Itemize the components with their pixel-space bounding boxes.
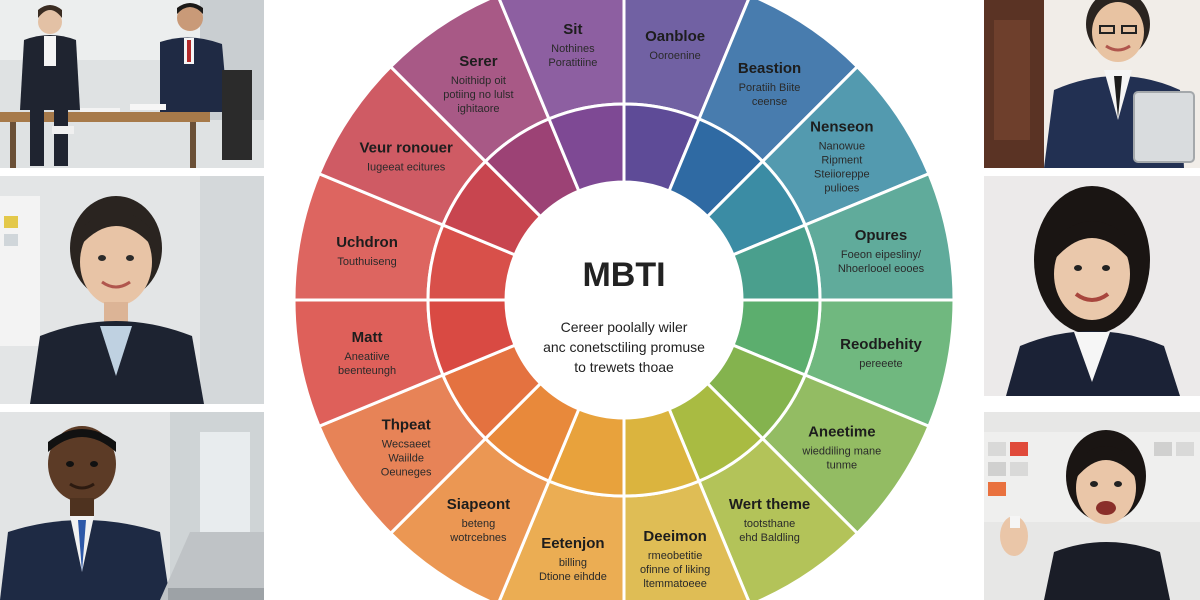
segment-subtitle: potiing no lulst (443, 89, 513, 101)
segment-subtitle: rmeobetitie (648, 550, 702, 562)
segment-title: Matt (352, 329, 383, 346)
photo-woman-gesturing (984, 412, 1200, 600)
segment-subtitle: Ripment (821, 154, 862, 166)
segment-title: Uchdron (336, 234, 398, 251)
segment-title: Nenseon (810, 118, 873, 135)
segment-title: Siapeont (447, 496, 510, 513)
segment-subtitle: Noithidp oit (451, 75, 506, 87)
segment-subtitle: beenteungh (338, 365, 396, 377)
segment-title: Wert theme (729, 496, 810, 513)
segment-subtitle: ofinne of liking (640, 564, 710, 576)
segment-title: Sit (563, 21, 582, 38)
segment-subtitle: Poratiih Biite (739, 82, 801, 94)
hub-line-1: Cereer poolally wiler (561, 319, 688, 335)
photo-woman-smiling (0, 176, 264, 404)
segment-subtitle: Steiioreppe (814, 168, 870, 180)
hub-line-3: to trewets thoae (574, 359, 674, 375)
segment-subtitle: Iugeeat ecitures (367, 161, 446, 173)
segment-title: Beastion (738, 60, 801, 77)
segment-subtitle: pereeete (859, 358, 902, 370)
photo-young-woman-smiling (984, 176, 1200, 396)
segment-title: Oanbloe (645, 28, 705, 45)
segment-title: Deeimon (643, 528, 706, 545)
segment-subtitle: ltemmatoeee (643, 578, 707, 590)
segment-subtitle: wotrcebnes (449, 532, 507, 544)
photo-man-at-laptop (0, 412, 264, 600)
segment-subtitle: Touthuiseng (337, 256, 396, 268)
segment-subtitle: Nhoerlooel eooes (838, 263, 925, 275)
photo-woman-with-tablet (984, 0, 1200, 168)
segment-subtitle: Waiilde (388, 453, 424, 465)
segment-subtitle: beteng (462, 518, 496, 530)
segment-title: Veur ronouer (359, 139, 453, 156)
segment-subtitle: Ooroenine (649, 50, 700, 62)
segment-subtitle: tunme (827, 460, 858, 472)
segment-subtitle: pulioes (824, 182, 859, 194)
segment-title: Eetenjon (541, 535, 604, 552)
segment-title: Thpeat (382, 417, 431, 434)
photo-office-meeting (0, 0, 264, 168)
wheel-hub (506, 182, 742, 418)
segment-subtitle: wieddiling mane (801, 446, 881, 458)
segment-subtitle: Nothines (551, 43, 595, 55)
segment-subtitle: ehd Baldling (739, 532, 800, 544)
hub-title: MBTI (582, 256, 665, 294)
segment-subtitle: Poratitiine (548, 57, 597, 69)
segment-subtitle: Aneatiive (344, 351, 389, 363)
segment-title: Serer (459, 53, 498, 70)
segment-title: Reodbehity (840, 336, 922, 353)
segment-title: Aneetime (808, 424, 876, 441)
segment-subtitle: Oeuneges (381, 467, 432, 479)
segment-subtitle: billing (559, 557, 587, 569)
segment-subtitle: Wecsaeet (382, 439, 431, 451)
segment-subtitle: Nanowue (819, 140, 865, 152)
segment-subtitle: ighitaore (457, 103, 499, 115)
hub-line-2: anc conetsctiling promuse (543, 339, 705, 355)
segment-subtitle: Foeon eipesliny/ (841, 249, 922, 261)
segment-subtitle: ceense (752, 96, 787, 108)
segment-subtitle: Dtione eihdde (539, 571, 607, 583)
segment-subtitle: tootsthane (744, 518, 795, 530)
segment-title: Opures (855, 227, 908, 244)
